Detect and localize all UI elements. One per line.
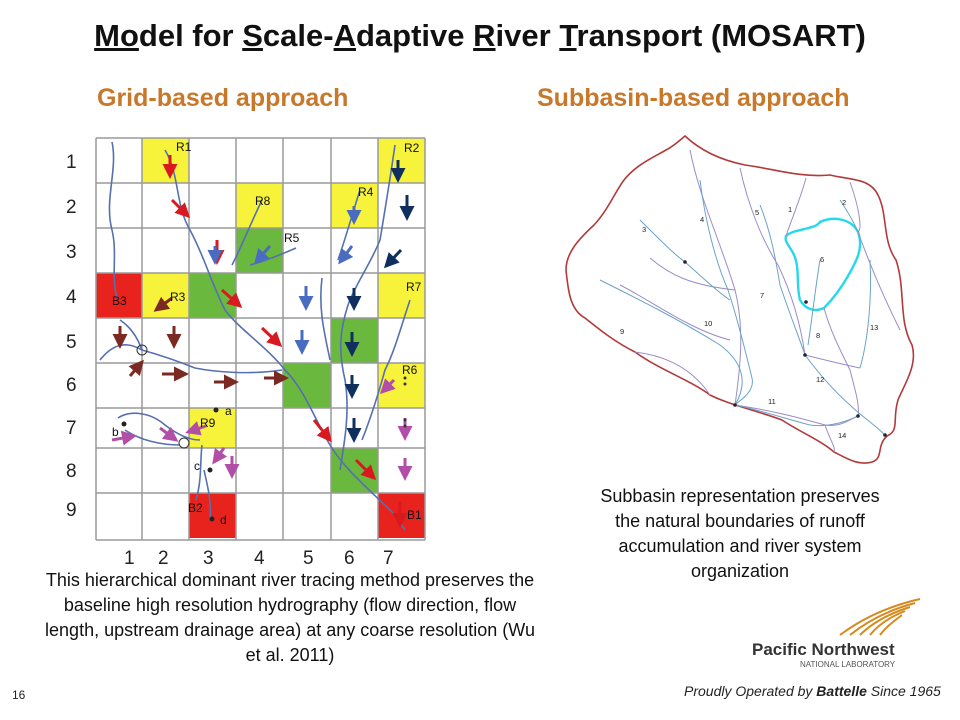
slide-title: Model for Scale-Adaptive River Transport… <box>0 18 960 54</box>
cell-label: R7 <box>406 280 422 294</box>
title-part: Mo <box>94 18 139 53</box>
title-part: A <box>333 18 356 53</box>
cell-label: B1 <box>407 508 422 522</box>
subbasin-6-highlight <box>784 217 862 312</box>
row-label: 6 <box>66 375 77 396</box>
point-label: a <box>225 404 232 418</box>
cell-red <box>189 493 236 538</box>
river-junctions <box>136 344 190 449</box>
grid-axis-labels: 1 2 3 4 5 6 7 8 9 1 2 3 4 5 6 7 <box>66 152 394 569</box>
river-points <box>121 407 219 522</box>
subbasin-divides <box>619 149 901 453</box>
cell-label: R1 <box>176 140 192 154</box>
cell-red <box>96 273 142 318</box>
cell-label: B3 <box>112 294 127 308</box>
slide-number: 16 <box>12 688 26 702</box>
cell-label: R6 <box>402 363 418 377</box>
cell-green <box>331 318 378 363</box>
col-label: 7 <box>383 548 394 569</box>
point-label: c <box>194 459 200 473</box>
row-label: 1 <box>66 152 77 173</box>
dotted-markers <box>403 376 407 428</box>
subbasin-label: 5 <box>755 208 759 217</box>
row-label: 2 <box>66 197 77 218</box>
title-part: T <box>559 18 577 53</box>
point-label: d <box>220 513 227 527</box>
tagline-part: Since 1965 <box>867 683 941 699</box>
col-label: 2 <box>158 548 169 569</box>
subbasin-label: 10 <box>704 319 712 328</box>
subbasin-label: 8 <box>816 331 820 340</box>
col-label: 5 <box>303 548 314 569</box>
tagline-part: Battelle <box>816 683 867 699</box>
subbasin-approach-caption: Subbasin representation preserves the na… <box>600 486 880 581</box>
subbasin-label: 9 <box>620 327 624 336</box>
row-label: 5 <box>66 332 77 353</box>
cell-label: R9 <box>200 416 216 430</box>
subbasin-label: 6 <box>820 255 824 264</box>
subbasin-approach-heading: Subbasin-based approach <box>537 84 850 112</box>
grid-approach-caption: This hierarchical dominant river tracing… <box>45 570 535 665</box>
cell-label: R3 <box>170 290 186 304</box>
pnnl-name: Pacific Northwest <box>752 640 895 659</box>
col-label: 6 <box>344 548 355 569</box>
col-label: 4 <box>254 548 265 569</box>
point-label: b <box>112 425 119 439</box>
col-label: 3 <box>203 548 214 569</box>
cell-label: R4 <box>358 185 374 199</box>
cell-label: B2 <box>188 501 203 515</box>
grid-approach-heading: Grid-based approach <box>97 84 349 112</box>
pnnl-logo: Pacific Northwest NATIONAL LABORATORY Pr… <box>684 598 941 699</box>
subbasin-label: 3 <box>642 225 646 234</box>
tagline-part: Proudly Operated by <box>684 683 816 699</box>
row-label: 4 <box>66 287 77 308</box>
title-part: cale- <box>262 18 334 53</box>
grid-lines <box>95 137 426 541</box>
col-label: 1 <box>124 548 135 569</box>
cell-label: R8 <box>255 194 271 208</box>
title-part: del for <box>138 18 243 53</box>
subbasin-outlets <box>683 260 887 437</box>
title-part: ransport (MOSART) <box>576 18 866 53</box>
row-label: 9 <box>66 500 77 521</box>
pnnl-tagline: Proudly Operated by Battelle Since 1965 <box>684 683 941 699</box>
pnnl-mark-icon <box>839 598 921 636</box>
cell-green <box>331 448 378 493</box>
row-label: 7 <box>66 418 77 439</box>
basin-boundary <box>565 134 915 464</box>
subbasin-label: 11 <box>768 397 776 406</box>
subbasin-label: 7 <box>760 291 764 300</box>
subbasin-label: 2 <box>842 198 846 207</box>
subbasin-label: 13 <box>870 323 878 332</box>
row-label: 8 <box>66 461 77 482</box>
row-label: 3 <box>66 242 77 263</box>
title-part: iver <box>495 18 560 53</box>
cell-green <box>236 228 283 273</box>
subbasin-label: 4 <box>700 215 704 224</box>
subbasin-labels: 1 2 3 4 5 6 7 8 9 10 11 12 13 14 <box>620 198 878 440</box>
cell-labels: R1 R2 R8 R4 R5 B3 R3 R7 R6 R9 B2 B1 a b … <box>112 140 422 527</box>
cell-label: R5 <box>284 231 300 245</box>
title-part: S <box>242 18 263 53</box>
cell-yellow <box>378 273 425 318</box>
subbasin-label: 14 <box>838 431 846 440</box>
title-part: daptive <box>355 18 474 53</box>
flow-arrows <box>111 155 415 528</box>
subbasin-label: 12 <box>816 375 824 384</box>
subbasin-label: 1 <box>788 205 792 214</box>
pnnl-subname: NATIONAL LABORATORY <box>800 660 896 669</box>
title-part: R <box>473 18 496 53</box>
cell-label: R2 <box>404 141 420 155</box>
subbasin-map: 1 2 3 4 5 6 7 8 9 10 11 12 13 14 <box>565 134 915 464</box>
